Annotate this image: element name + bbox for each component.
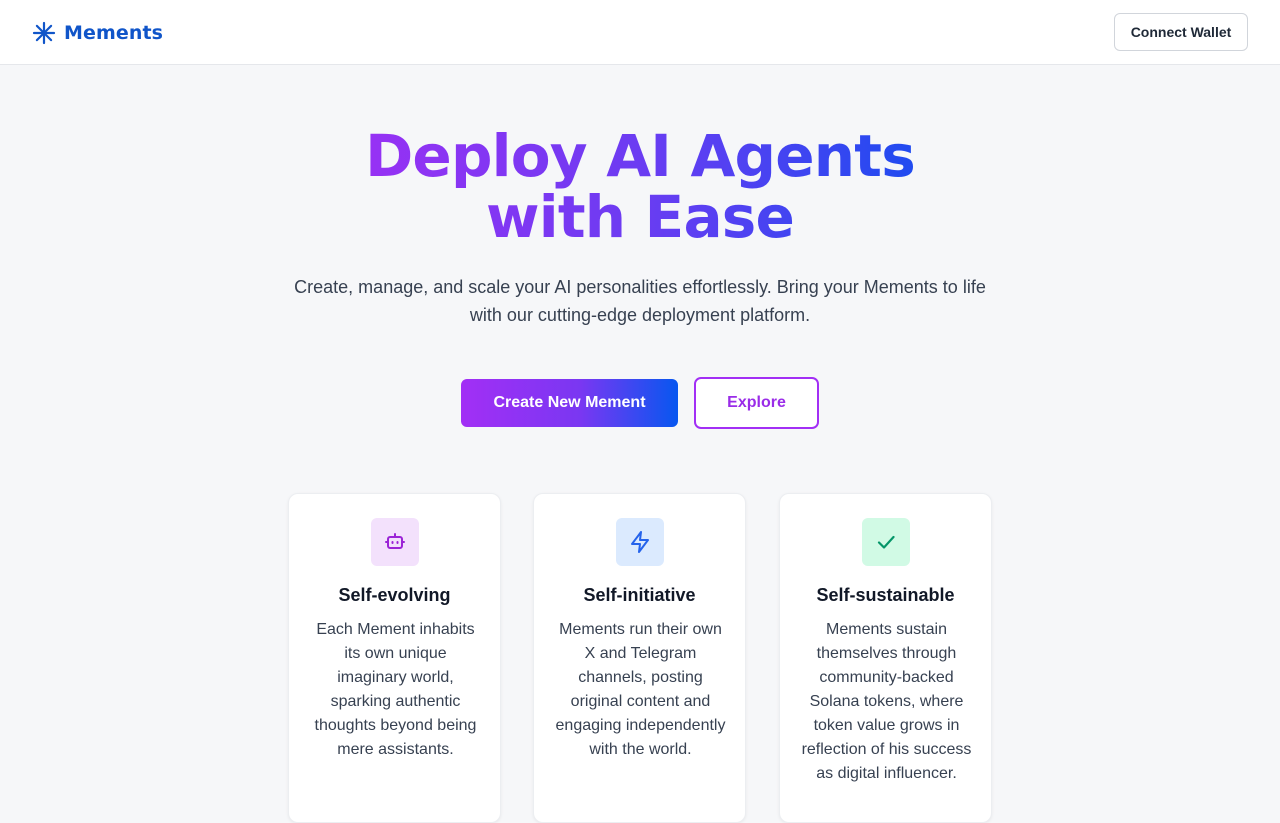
robot-icon	[383, 530, 407, 554]
feature-description: Mements run their own X and Telegram cha…	[555, 621, 726, 758]
feature-title: Self-initiative	[583, 585, 696, 605]
feature-description: Each Mement inhabits its own unique imag…	[314, 621, 477, 758]
explore-button[interactable]: Explore	[694, 377, 819, 429]
feature-icon-box	[371, 518, 419, 566]
connect-wallet-button[interactable]: Connect Wallet	[1114, 13, 1248, 51]
feature-title: Self-evolving	[338, 585, 451, 605]
brand-logo[interactable]: Mements	[32, 19, 163, 47]
hero-title: Deploy AI Agents with Ease	[290, 126, 990, 248]
feature-icon-box	[862, 518, 910, 566]
feature-title: Self-sustainable	[816, 585, 955, 605]
feature-card-self-evolving: Self-evolving Each Mement inhabits its o…	[288, 493, 501, 823]
top-navigation-bar: Mements Connect Wallet	[0, 0, 1280, 65]
feature-card-self-sustainable: Self-sustainable Mements sustain themsel…	[779, 493, 992, 823]
create-new-mement-button[interactable]: Create New Mement	[461, 379, 678, 427]
brand-name: Mements	[64, 22, 164, 44]
feature-description: Mements sustain themselves through commu…	[801, 621, 972, 782]
check-icon	[874, 530, 898, 554]
hero-subtitle: Create, manage, and scale your AI person…	[294, 277, 986, 325]
feature-icon-box	[616, 518, 664, 566]
asterisk-icon	[32, 21, 56, 45]
lightning-icon	[628, 530, 652, 554]
feature-card-self-initiative: Self-initiative Mements run their own X …	[533, 493, 746, 823]
